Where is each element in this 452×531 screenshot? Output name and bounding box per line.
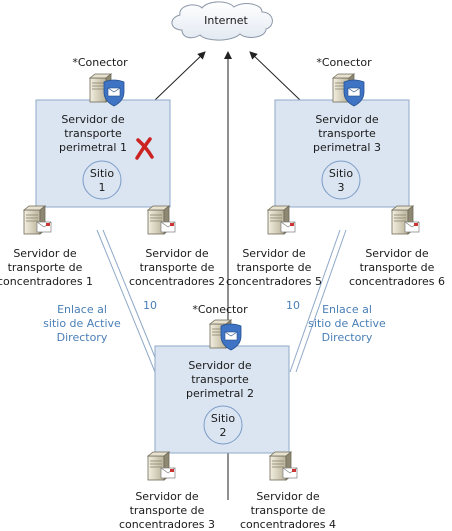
connector-label: *Conector <box>72 56 128 69</box>
connector-label: *Conector <box>192 303 248 316</box>
site-label-line2: 1 <box>99 181 106 194</box>
site-2: Servidor de transporte perimetral 2 Siti… <box>154 345 290 454</box>
envelope-icon <box>404 221 420 233</box>
hub-server-3: Servidor de transporte de concentradores… <box>119 451 215 531</box>
hub-server-1: Servidor de transporte de concentradores… <box>0 205 93 288</box>
envelope-icon <box>282 467 298 479</box>
site-circle <box>321 160 361 200</box>
edge-server-label-line3: perimetral 3 <box>313 141 381 154</box>
edge-server-3: *Conector <box>316 56 372 107</box>
internet-label: Internet <box>204 14 248 27</box>
hub-label-line2: transporte de <box>8 261 83 274</box>
site-3: Servidor de transporte perimetral 3 Siti… <box>274 99 410 208</box>
internet-cloud: Internet <box>171 1 273 41</box>
site-1: Servidor de transporte perimetral 1 Siti… <box>35 99 171 208</box>
edge-server-label-line1: Servidor de <box>315 113 379 126</box>
site-label-line2: 3 <box>338 181 345 194</box>
hub-label-line2: transporte de <box>360 261 435 274</box>
hub-label-line1: Servidor de <box>13 247 77 260</box>
link-label-line1: Enlace al <box>322 303 372 316</box>
hub-label-line1: Servidor de <box>135 490 199 503</box>
edge-server-label-line1: Servidor de <box>188 359 252 372</box>
hub-label-line1: Servidor de <box>145 247 209 260</box>
envelope-icon <box>280 221 296 233</box>
connector-label: *Conector <box>316 56 372 69</box>
hub-label-line1: Servidor de <box>256 490 320 503</box>
site-link-label-left: Enlace al sitio de Active Directory 10 <box>43 299 157 344</box>
link-label-line2: sitio de Active <box>308 317 386 330</box>
hub-label-line1: Servidor de <box>365 247 429 260</box>
hub-label-line2: transporte de <box>140 261 215 274</box>
failed-x-icon <box>135 137 154 160</box>
hub-label-line3: concentradores 5 <box>226 275 322 288</box>
edge-server-label-line3: perimetral 1 <box>59 141 127 154</box>
link-label-line3: Directory <box>57 331 108 344</box>
hub-label-line2: transporte de <box>237 261 312 274</box>
link-label-line1: Enlace al <box>57 303 107 316</box>
envelope-icon <box>160 467 176 479</box>
hub-label-line3: concentradores 4 <box>240 518 336 531</box>
edge-server-label-line3: perimetral 2 <box>186 387 254 400</box>
edge-server-1: *Conector <box>72 56 128 107</box>
site-label-line1: Sitio <box>211 412 235 425</box>
ad-site-link-left <box>96 229 162 373</box>
hub-label-line3: concentradores 6 <box>349 275 445 288</box>
site-label-line2: 2 <box>220 426 227 439</box>
link-cost-label: 10 <box>143 299 157 312</box>
site-circle <box>82 160 122 200</box>
site-circle <box>203 405 243 445</box>
edge-server-label-line2: transporte <box>318 127 376 140</box>
site-label-line1: Sitio <box>90 167 114 180</box>
hub-label-line2: transporte de <box>251 504 326 517</box>
hub-server-6: Servidor de transporte de concentradores… <box>349 205 445 288</box>
hub-label-line3: concentradores 3 <box>119 518 215 531</box>
site-link-label-right: Enlace al sitio de Active Directory 10 <box>286 299 386 344</box>
hub-server-2: Servidor de transporte de concentradores… <box>129 205 225 288</box>
hub-label-line3: concentradores 2 <box>129 275 225 288</box>
envelope-icon <box>36 221 52 233</box>
hub-label-line3: concentradores 1 <box>0 275 93 288</box>
link-label-line3: Directory <box>322 331 373 344</box>
edge-server-label-line2: transporte <box>191 373 249 386</box>
hub-label-line2: transporte de <box>130 504 205 517</box>
ad-site-link-right <box>289 229 347 373</box>
edge-server-2: *Conector <box>192 303 248 351</box>
edge-server-label-line2: transporte <box>64 127 122 140</box>
edge-server-label-line1: Servidor de <box>61 113 125 126</box>
envelope-icon <box>160 221 176 233</box>
hub-server-4: Servidor de transporte de concentradores… <box>240 451 336 531</box>
hub-server-5: Servidor de transporte de concentradores… <box>226 205 322 288</box>
hub-label-line1: Servidor de <box>242 247 306 260</box>
site-label-line1: Sitio <box>329 167 353 180</box>
link-label-line2: sitio de Active <box>43 317 121 330</box>
link-cost-label: 10 <box>286 299 300 312</box>
